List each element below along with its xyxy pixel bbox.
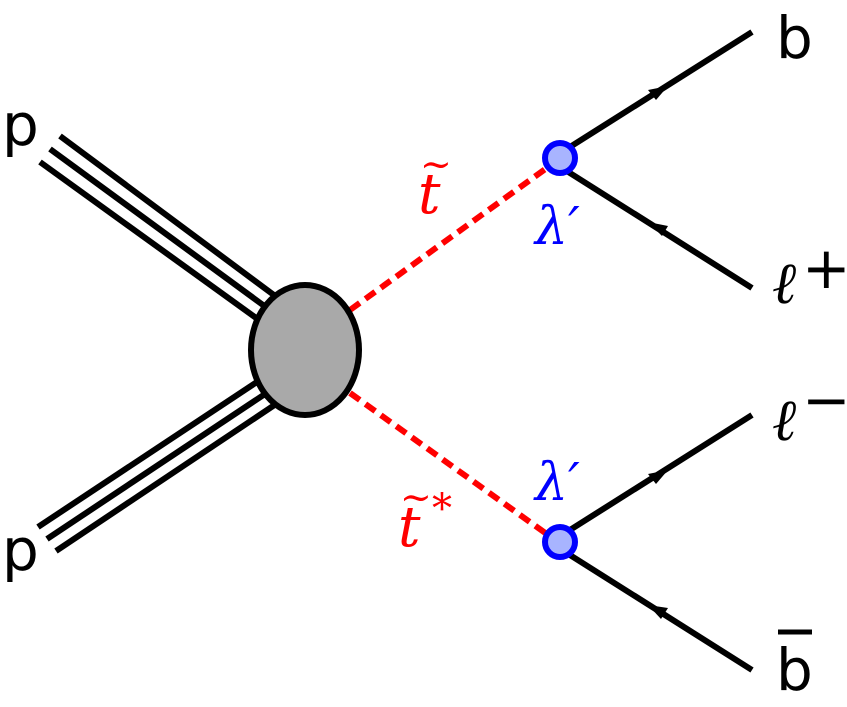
arrow-lepton-minus bbox=[648, 470, 668, 484]
stop-conj-superscript: * bbox=[432, 486, 452, 532]
lepton-plus-sign: + bbox=[802, 234, 847, 302]
coupling-label-bottom: λ′ bbox=[533, 453, 580, 513]
proton-label-bottom: p bbox=[2, 516, 39, 584]
arrow-bbar bbox=[648, 605, 668, 619]
stop-tilde: ~ bbox=[420, 142, 452, 186]
proton-line-top bbox=[38, 133, 288, 331]
stop-conj-tilde: ~ bbox=[400, 475, 432, 519]
hard-process-blob bbox=[248, 282, 362, 418]
anti-b-quark-label: b bbox=[776, 636, 813, 704]
b-quark-label: b bbox=[776, 4, 813, 72]
stop-label: t bbox=[418, 162, 441, 227]
vertex-bottom bbox=[542, 524, 578, 560]
lepton-minus-label: ℓ bbox=[772, 386, 796, 454]
arrow-b bbox=[648, 86, 668, 100]
stop-propagator-top bbox=[348, 159, 557, 313]
stop-conj-label: t bbox=[398, 495, 421, 560]
coupling-label-top: λ′ bbox=[533, 197, 580, 257]
lepton-plus-label: ℓ bbox=[772, 249, 796, 317]
proton-label-top: p bbox=[2, 91, 39, 159]
vertex-top bbox=[542, 140, 578, 176]
arrow-lepton-plus bbox=[648, 222, 668, 236]
proton-line-bottom bbox=[36, 369, 290, 554]
stop-propagator-bottom bbox=[348, 390, 557, 543]
lepton-minus-sign: − bbox=[802, 366, 847, 434]
